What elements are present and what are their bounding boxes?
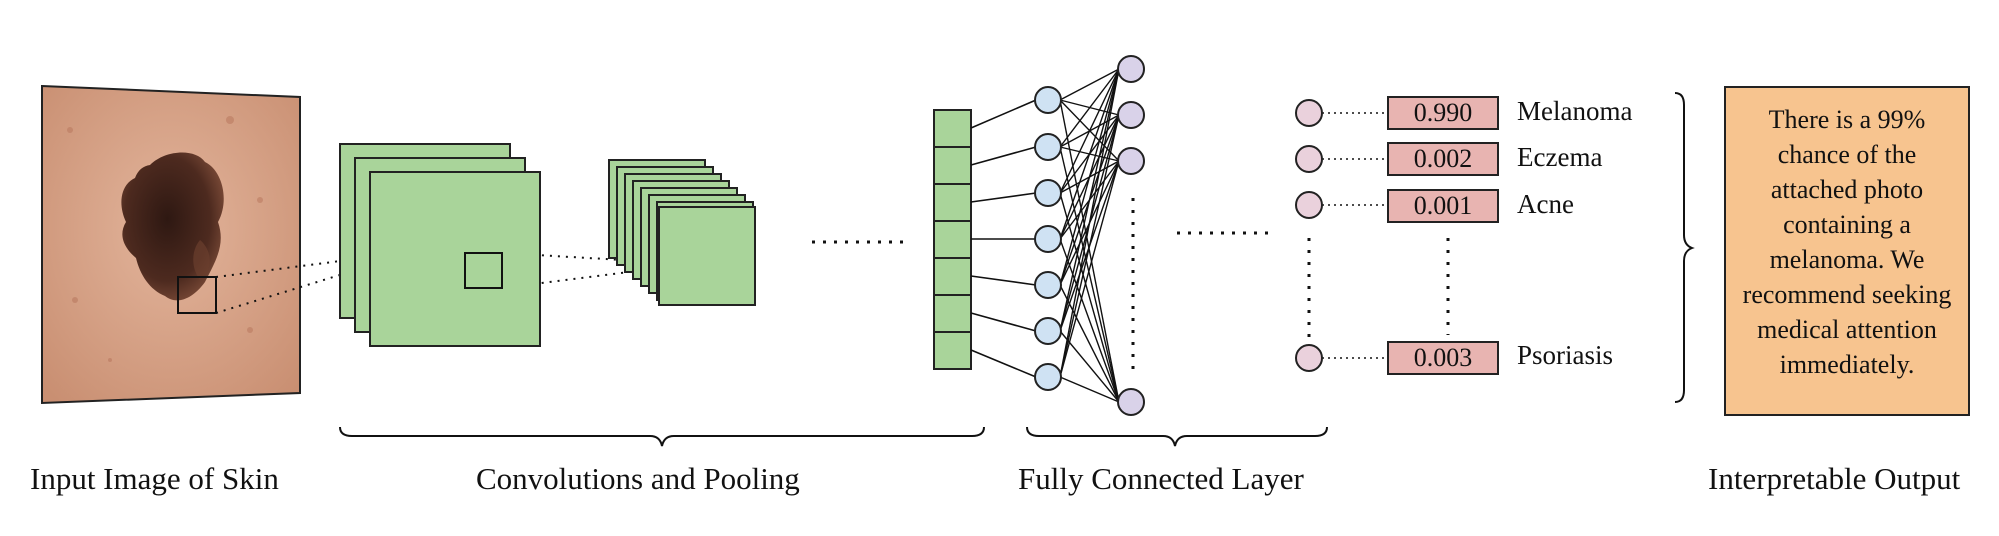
fc-edges: [970, 68, 1120, 403]
label-input-image: Input Image of Skin: [30, 461, 279, 496]
flatten-cell-1: [933, 109, 972, 148]
prob-label-psoriasis: Psoriasis: [1517, 340, 1614, 370]
prob-value-psoriasis: 0.003: [1387, 341, 1499, 375]
flatten-cell-4: [933, 220, 972, 259]
conv2-feature-maps: [608, 159, 756, 306]
hidden-node-3: [1117, 147, 1145, 175]
flatten-edge-7: [970, 349, 1037, 378]
fc-edge-4-1: [1059, 68, 1120, 240]
flatten-edge-1: [970, 99, 1037, 129]
prob-label-eczema: Eczema: [1517, 142, 1603, 172]
fc-brace: [1026, 426, 1328, 447]
prob-value-acne: 0.001: [1387, 189, 1499, 223]
conv-brace: [339, 426, 985, 447]
fc-edge-2-4: [1059, 146, 1120, 403]
flatten-edge-6: [970, 312, 1037, 332]
receptive-field-box: [177, 276, 217, 314]
input-skin-image: [41, 84, 301, 405]
conv1-map-3: [369, 171, 541, 347]
flatten-cell-7: [933, 331, 972, 370]
hidden-node-1: [1117, 55, 1145, 83]
interpretable-output-text: There is a 99% chance of the attached ph…: [1724, 86, 1970, 416]
flatten-edge-5: [970, 275, 1037, 286]
prob-value-melanoma: 0.990: [1387, 96, 1499, 130]
fc-nodes: [1034, 55, 1145, 416]
input-node-6: [1034, 317, 1062, 345]
fc-edge-7-3: [1059, 160, 1120, 378]
output-node-1: [1295, 99, 1323, 127]
output-node-3: [1295, 191, 1323, 219]
input-node-7: [1034, 363, 1062, 391]
output-node-2: [1295, 145, 1323, 173]
fc-edge-3-4: [1059, 192, 1120, 403]
flatten-cell-5: [933, 257, 972, 296]
lesion: [121, 152, 224, 301]
input-node-4: [1034, 225, 1062, 253]
hidden-node-2: [1117, 101, 1145, 129]
flatten-edge-2: [970, 146, 1037, 166]
fc-edge-7-1: [1059, 68, 1120, 378]
input-node-1: [1034, 86, 1062, 114]
fc-edge-1-4: [1059, 99, 1120, 403]
fc-edge-4-4: [1059, 238, 1120, 403]
flatten-vector: [933, 109, 972, 370]
output-nodes: [1295, 99, 1387, 372]
flatten-edge-3: [970, 192, 1037, 203]
label-interpretable-output: Interpretable Output: [1708, 461, 1961, 496]
prob-label-acne: Acne: [1517, 189, 1574, 219]
output-brace: [1674, 92, 1695, 403]
fc-edge-7-4: [1059, 376, 1120, 403]
conv1-feature-maps: [339, 143, 541, 347]
fc-edge-1-1: [1059, 68, 1120, 101]
output-node-4: [1295, 344, 1323, 372]
input-node-3: [1034, 179, 1062, 207]
fc-edge-5-1: [1059, 68, 1120, 286]
flatten-cell-3: [933, 183, 972, 222]
input-node-5: [1034, 271, 1062, 299]
prob-value-eczema: 0.002: [1387, 142, 1499, 176]
fc-edge-6-1: [1059, 68, 1120, 332]
conv1-patch-box: [464, 252, 503, 289]
output-vertical-dots: [1307, 238, 1450, 340]
flatten-cell-6: [933, 294, 972, 333]
fc-edge-7-2: [1059, 114, 1120, 378]
label-fully-connected: Fully Connected Layer: [1018, 461, 1304, 496]
flatten-cell-2: [933, 146, 972, 185]
label-convolutions-pooling: Convolutions and Pooling: [476, 461, 800, 496]
hidden-node-4: [1117, 388, 1145, 416]
prob-label-melanoma: Melanoma: [1517, 96, 1633, 126]
fc-edge-2-1: [1059, 68, 1120, 148]
input-node-2: [1034, 133, 1062, 161]
fc-edge-3-1: [1059, 68, 1120, 194]
conv2-map-front: [658, 206, 756, 306]
